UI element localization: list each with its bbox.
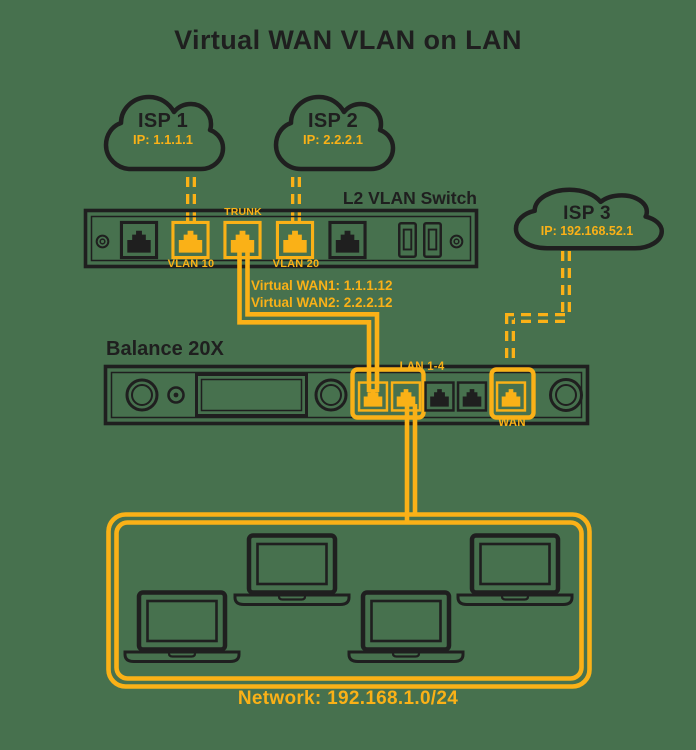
router-label: Balance 20X [106,338,224,360]
trunk-to-lan1-link [237,248,380,392]
router-power-jack-icon [167,386,185,404]
vlan-switch-chassis [83,208,479,269]
switch-port-1-icon [119,220,159,260]
isp1-ip: IP: 1.1.1.1 [133,132,193,147]
switch-port-6-icon [328,220,367,260]
vlan20-port-icon [275,220,315,260]
virtual-wan2-annotation: Virtual WAN2: 2.2.2.12 [251,294,393,310]
vlan-switch-ports [95,220,464,260]
vlan10-port-icon [171,220,210,260]
trunk-port-icon [223,220,262,260]
isp3-to-wan-link [505,251,571,364]
screw-icon [95,234,110,249]
screw-icon [449,234,464,249]
laptop-icon [235,536,349,605]
laptop-icon [458,536,572,605]
lan-highlight-box [350,367,426,420]
lan-ports-label: LAN 1-4 [399,361,445,373]
network-label: Network: 192.168.1.0/24 [237,688,459,709]
router-ports [350,367,536,420]
isp3-ip: IP: 192.168.52.1 [540,224,634,238]
isp2-name: ISP 2 [307,110,359,132]
usb-port-icon [398,222,417,258]
router-right-round-port-icon [549,378,583,412]
lan1-port-icon [357,381,389,412]
router-antenna-connector-icon [125,378,159,412]
trunk-port-label: TRUNK [224,206,262,218]
laptop-icon [125,593,239,662]
isp1-name: ISP 1 [137,110,189,132]
vlan10-port-label: VLAN 10 [167,258,215,270]
lan4-port-icon [456,381,488,412]
wan-highlight-box [489,367,536,420]
isp3-name: ISP 3 [563,203,611,224]
vlan20-port-label: VLAN 20 [272,258,320,270]
wan-port-icon [495,381,527,412]
lan2-to-network-link [404,404,418,524]
lan3-port-icon [424,381,455,412]
router-vent-panel [195,373,308,417]
switch-label: L2 VLAN Switch [342,188,477,208]
lan-network-box [106,512,592,689]
virtual-wan1-annotation: Virtual WAN1: 1.1.1.12 [251,278,393,293]
router-left-round-port-icon [314,378,348,412]
usb-port-icon [423,222,442,258]
isp2-ip: IP: 2.2.2.1 [303,132,363,147]
diagram-title: Virtual WAN VLAN on LAN [174,25,522,55]
wan-port-label: WAN [498,417,526,429]
router-chassis [103,364,590,426]
laptop-icon [349,593,463,662]
